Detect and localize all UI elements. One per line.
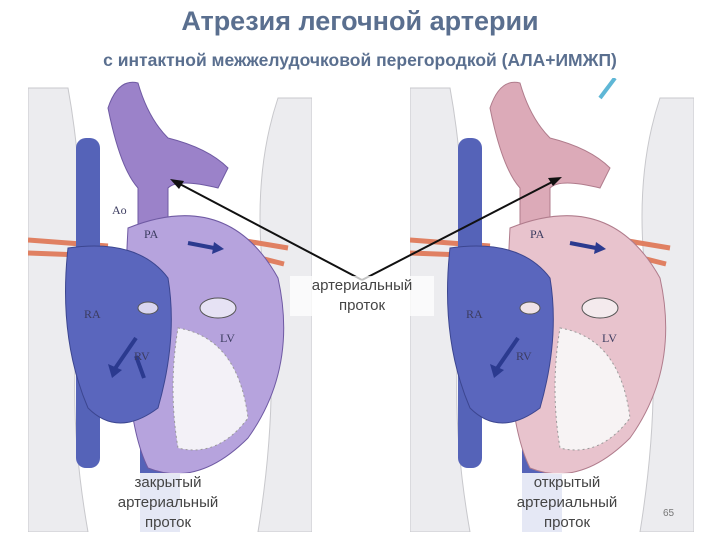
left-caption: закрытый артериальный проток [98,473,238,533]
ductus-arteriosus-label: артериальный проток [290,276,434,316]
pointer-line-right [362,180,556,280]
pointer-arrowhead-right [548,177,562,186]
right-caption: открытый артериальный проток [497,473,637,533]
page-number: 65 [663,508,674,519]
pointer-line-left [176,182,362,280]
pointer-arrowhead-left [170,179,184,189]
